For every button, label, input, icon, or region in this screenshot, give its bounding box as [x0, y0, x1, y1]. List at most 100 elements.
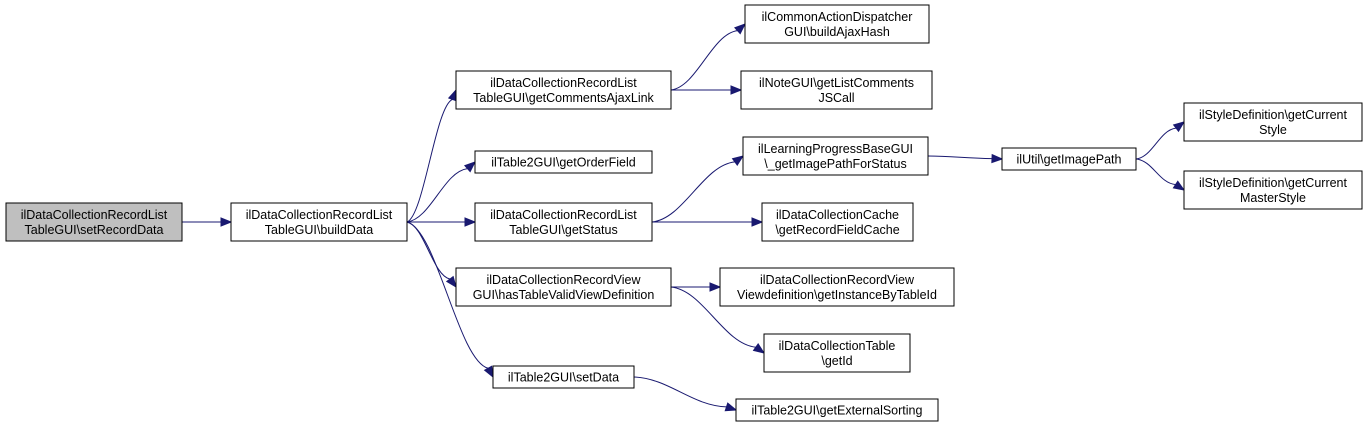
- edge-arrowhead: [751, 217, 764, 227]
- edge-line: [406, 168, 468, 223]
- edge-line: [1135, 127, 1177, 160]
- edge-line: [651, 161, 735, 223]
- node-label-line: TableGUI\buildData: [265, 223, 373, 237]
- node-box: [455, 70, 672, 110]
- edge-n2-n8: [671, 85, 743, 95]
- edge-n2-n7: [670, 23, 747, 91]
- edge-arrowhead: [1172, 121, 1186, 133]
- edge-n0-n1: [182, 217, 233, 227]
- edge-n1-n6: [406, 221, 494, 379]
- node-label-line: TableGUI\getCommentsAjaxLink: [473, 91, 654, 105]
- node-box: [230, 202, 408, 242]
- edge-arrowhead: [752, 343, 766, 354]
- function-node[interactable]: ilDataCollectionRecordViewViewdefinition…: [719, 267, 955, 307]
- node-box: [763, 333, 911, 373]
- node-label-line: Viewdefinition\getInstanceByTableId: [737, 288, 937, 302]
- node-box: [492, 365, 635, 389]
- node-label-line: ilTable2GUI\getExternalSorting: [752, 404, 923, 418]
- node-box: [5, 202, 183, 242]
- edge-arrowhead: [447, 88, 457, 102]
- node-box: [735, 398, 939, 422]
- node-label-line: \getId: [821, 354, 852, 368]
- function-node[interactable]: ilDataCollectionTable\getId: [763, 333, 911, 373]
- edge-arrowhead: [709, 282, 722, 292]
- node-label-line: \_getImagePathForStatus: [764, 157, 906, 171]
- edge-n6-n13: [633, 376, 738, 412]
- node-label-line: TableGUI\getStatus: [509, 223, 617, 237]
- edge-arrowhead: [1172, 180, 1186, 191]
- node-label-line: MasterStyle: [1240, 191, 1306, 205]
- node-label-line: ilUtil\getImagePath: [1017, 153, 1122, 167]
- function-node[interactable]: ilDataCollectionRecordViewGUI\hasTableVa…: [455, 267, 672, 307]
- node-label-line: ilDataCollectionRecordList: [21, 208, 168, 222]
- edge-arrowhead: [483, 365, 494, 379]
- function-node[interactable]: ilTable2GUI\getExternalSorting: [735, 398, 939, 422]
- nodes-layer: ilDataCollectionRecordListTableGUI\setRe…: [5, 4, 1363, 422]
- node-label-line: ilLearningProgressBaseGUI: [758, 142, 913, 156]
- function-node[interactable]: ilTable2GUI\setData: [492, 365, 635, 389]
- function-node[interactable]: ilDataCollectionCache\getRecordFieldCach…: [761, 202, 914, 242]
- edge-n4-n10: [652, 217, 764, 227]
- node-box: [1183, 102, 1363, 142]
- edge-line: [670, 286, 756, 348]
- node-box: [761, 202, 914, 242]
- edge-arrowhead: [220, 217, 233, 227]
- node-label-line: ilDataCollectionRecordList: [246, 208, 393, 222]
- edge-n14-n16: [1135, 158, 1186, 191]
- node-label-line: ilNoteGUI\getListComments: [759, 76, 914, 90]
- function-node[interactable]: ilDataCollectionRecordListTableGUI\getCo…: [455, 70, 672, 110]
- edge-arrowhead: [724, 402, 738, 412]
- node-label-line: GUI\buildAjaxHash: [784, 25, 890, 39]
- edge-n14-n15: [1135, 121, 1186, 160]
- edge-n9-n14: [927, 153, 1004, 164]
- function-node[interactable]: ilDataCollectionRecordListTableGUI\build…: [230, 202, 408, 242]
- edge-arrowhead: [730, 85, 743, 95]
- node-label-line: JSCall: [818, 91, 854, 105]
- edge-n1-n4: [407, 217, 477, 227]
- edge-arrowhead: [731, 155, 745, 167]
- node-label-line: Style: [1259, 123, 1287, 137]
- node-label-line: ilStyleDefinition\getCurrent: [1199, 176, 1348, 190]
- node-label-line: ilDataCollectionRecordList: [490, 76, 637, 90]
- node-box: [742, 136, 929, 176]
- node-box: [719, 267, 955, 307]
- edge-n4-n9: [651, 155, 745, 223]
- function-node[interactable]: ilUtil\getImagePath: [1001, 147, 1137, 171]
- edge-n5-n11: [671, 282, 722, 292]
- node-label-line: ilTable2GUI\getOrderField: [491, 156, 636, 170]
- edge-n5-n12: [670, 286, 766, 354]
- edge-line: [406, 98, 453, 223]
- edge-arrowhead: [734, 23, 747, 35]
- edge-arrowhead: [991, 153, 1004, 164]
- node-label-line: ilDataCollectionRecordView: [486, 273, 641, 287]
- edge-line: [670, 30, 738, 91]
- node-label-line: ilDataCollectionTable: [779, 339, 896, 353]
- edge-arrowhead: [463, 161, 477, 173]
- node-label-line: ilDataCollectionRecordView: [760, 273, 915, 287]
- edge-line: [1135, 158, 1176, 186]
- node-box: [474, 150, 653, 174]
- edge-n1-n3: [406, 161, 477, 223]
- edge-line: [927, 155, 993, 160]
- node-box: [740, 70, 933, 110]
- edges-layer: [182, 23, 1186, 412]
- root-function-node[interactable]: ilDataCollectionRecordListTableGUI\setRe…: [5, 202, 183, 242]
- function-node[interactable]: ilTable2GUI\getOrderField: [474, 150, 653, 174]
- function-node[interactable]: ilCommonActionDispatcherGUI\buildAjaxHas…: [744, 4, 930, 44]
- node-box: [1183, 170, 1363, 210]
- node-label-line: ilStyleDefinition\getCurrent: [1199, 108, 1348, 122]
- node-label-line: ilCommonActionDispatcher: [762, 10, 913, 24]
- edge-line: [633, 376, 727, 408]
- node-box: [1001, 147, 1137, 171]
- edge-arrowhead: [464, 217, 477, 227]
- node-label-line: ilDataCollectionCache: [776, 208, 899, 222]
- function-node[interactable]: ilLearningProgressBaseGUI\_getImagePathF…: [742, 136, 929, 176]
- function-node[interactable]: ilDataCollectionRecordListTableGUI\getSt…: [474, 202, 653, 242]
- edge-line: [406, 221, 451, 280]
- node-label-line: GUI\hasTableValidViewDefinition: [473, 288, 655, 302]
- node-label-line: ilTable2GUI\setData: [508, 371, 619, 385]
